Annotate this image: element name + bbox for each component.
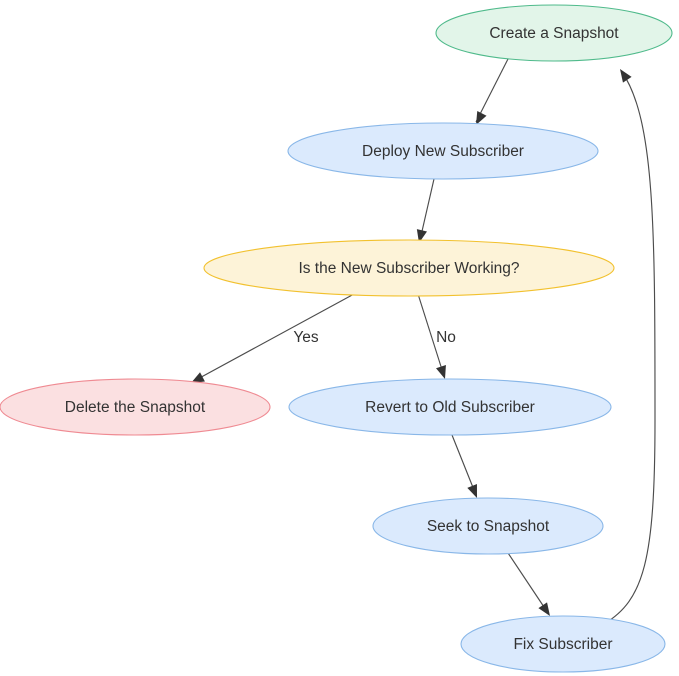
edge-line — [193, 293, 355, 382]
edge-line — [507, 552, 549, 614]
node-label: Delete the Snapshot — [65, 399, 206, 416]
edge-line — [451, 434, 477, 496]
arrow-head-icon — [436, 365, 446, 379]
node-shape-ellipse[interactable] — [435, 4, 673, 62]
edge-seek-to-snapshot-to-fix-subscriber — [507, 552, 550, 616]
edge-label-no: No — [436, 329, 456, 346]
edge-line — [603, 71, 656, 625]
edge-line — [419, 178, 435, 241]
edge-is-working-to-delete-snapshot — [191, 293, 355, 383]
node-fix-subscriber[interactable]: Fix Subscriber — [460, 615, 666, 673]
node-label: Seek to Snapshot — [427, 518, 550, 535]
node-revert-old-subscriber[interactable]: Revert to Old Subscriber — [288, 378, 612, 436]
edge-labels-layer: Yes No — [293, 329, 456, 346]
arrow-head-icon — [538, 602, 550, 616]
node-label: Create a Snapshot — [489, 25, 619, 42]
node-create-snapshot[interactable]: Create a Snapshot — [435, 4, 673, 62]
node-label: Fix Subscriber — [513, 636, 612, 653]
arrow-head-icon — [620, 69, 632, 83]
node-deploy-new-subscriber[interactable]: Deploy New Subscriber — [287, 122, 599, 180]
edge-deploy-new-subscriber-to-is-working — [416, 178, 435, 243]
edge-line — [475, 56, 510, 123]
node-shape-ellipse[interactable] — [460, 615, 666, 673]
node-label: Is the New Subscriber Working? — [298, 260, 519, 277]
node-shape-ellipse[interactable] — [0, 378, 271, 436]
node-shape-ellipse[interactable] — [372, 497, 604, 555]
node-is-working[interactable]: Is the New Subscriber Working? — [203, 239, 615, 297]
edge-create-snapshot-to-deploy-new-subscriber — [475, 56, 510, 125]
edge-revert-old-subscriber-to-seek-to-snapshot — [451, 434, 477, 498]
arrow-head-icon — [476, 111, 487, 125]
node-shape-ellipse[interactable] — [287, 122, 599, 180]
node-shape-ellipse[interactable] — [203, 239, 615, 297]
node-delete-snapshot[interactable]: Delete the Snapshot — [0, 378, 271, 436]
node-label: Revert to Old Subscriber — [365, 399, 535, 416]
edge-is-working-to-revert-old-subscriber — [417, 293, 446, 379]
arrow-head-icon — [467, 483, 477, 498]
edge-fix-subscriber-to-create-snapshot — [603, 69, 656, 625]
node-shape-ellipse[interactable] — [288, 378, 612, 436]
edge-line — [417, 293, 445, 377]
edges-layer — [191, 56, 656, 625]
arrow-head-icon — [191, 372, 205, 383]
edge-label-yes: Yes — [293, 329, 319, 346]
node-seek-to-snapshot[interactable]: Seek to Snapshot — [372, 497, 604, 555]
node-label: Deploy New Subscriber — [362, 143, 524, 160]
